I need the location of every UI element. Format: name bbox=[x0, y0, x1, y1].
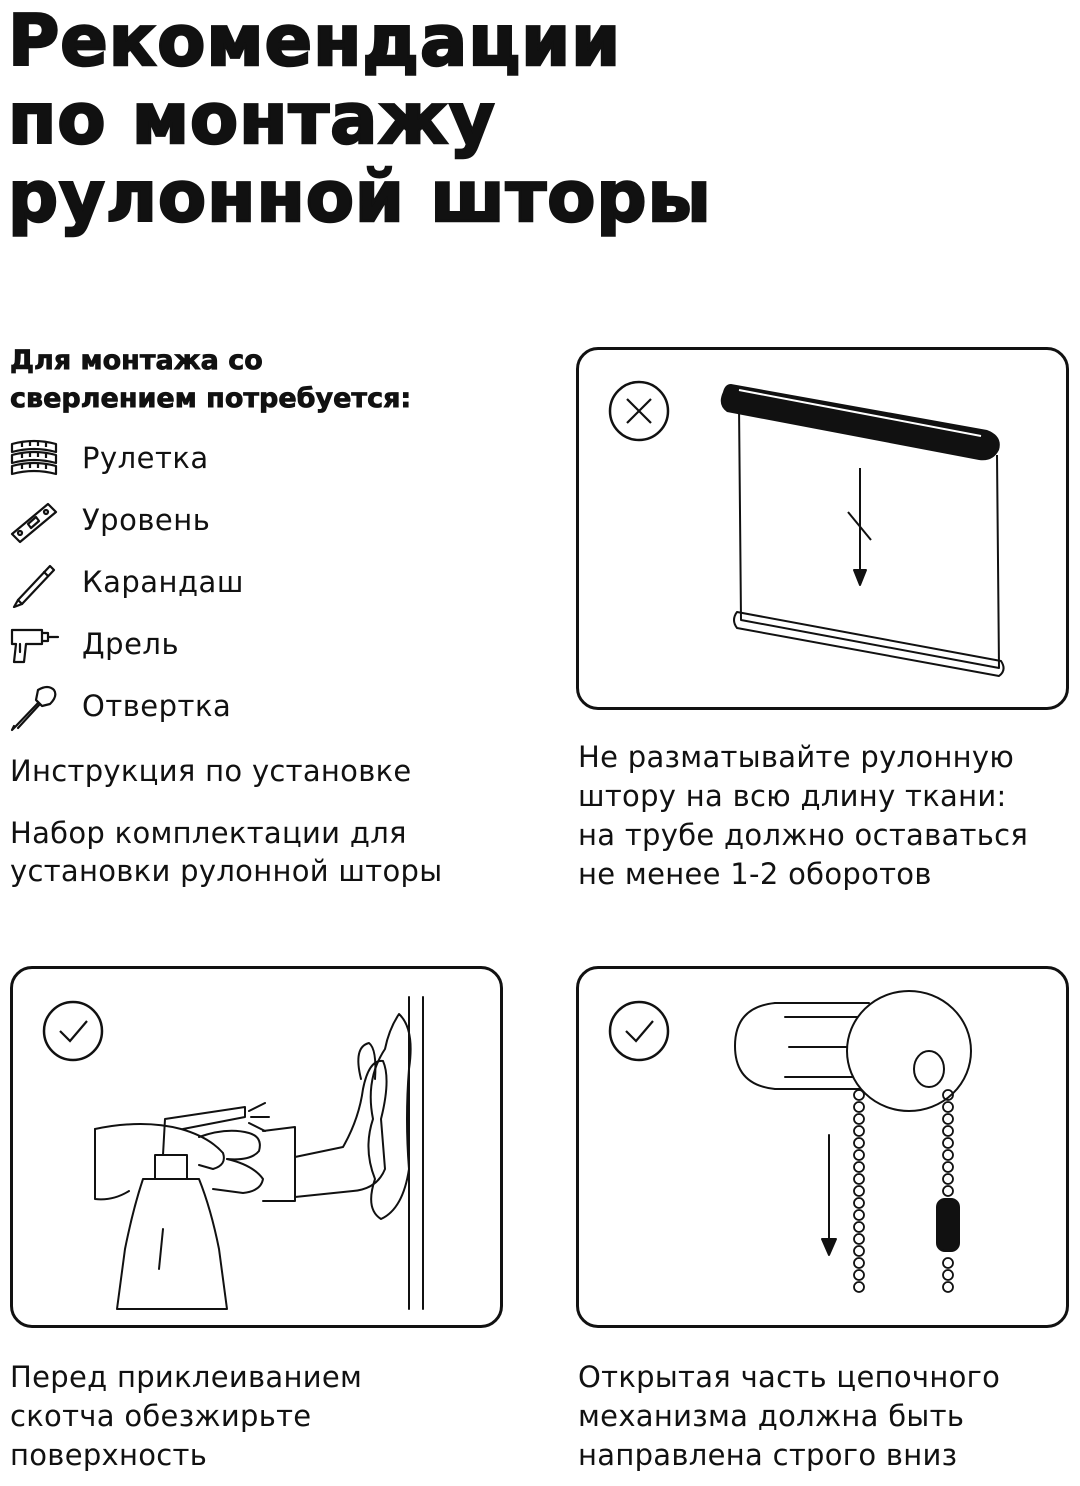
chain-bead bbox=[853, 1245, 865, 1257]
tool-item-pencil: Карандаш bbox=[8, 560, 488, 608]
kit-note-line: установки рулонной шторы bbox=[10, 854, 443, 888]
instruction-note: Инструкция по установке bbox=[10, 752, 412, 790]
caption-line: Перед приклеиванием bbox=[10, 1360, 363, 1394]
chain-panel bbox=[576, 966, 1069, 1328]
chain-bead bbox=[942, 1173, 954, 1185]
tools-heading: Для монтажа со сверлением потребуется: bbox=[10, 342, 412, 418]
caption-line: поверхность bbox=[10, 1438, 208, 1472]
degrease-panel bbox=[10, 966, 503, 1328]
tool-label: Карандаш bbox=[82, 565, 244, 599]
tools-heading-line: сверлением потребуется: bbox=[10, 383, 412, 415]
roller-blind-drawing bbox=[733, 404, 1005, 677]
roller-tube bbox=[720, 384, 1000, 461]
chain-bead bbox=[853, 1185, 865, 1197]
chain-bead bbox=[942, 1269, 954, 1281]
chain-bead bbox=[942, 1137, 954, 1149]
chain-bead bbox=[942, 1101, 954, 1113]
unroll-caption: Не разматывайте рулонную штору на всю дл… bbox=[578, 738, 1028, 894]
chain-bead bbox=[853, 1269, 865, 1281]
chain-bead bbox=[853, 1209, 865, 1221]
chain-bead bbox=[942, 1089, 954, 1101]
chain-bead bbox=[942, 1149, 954, 1161]
chain-right-strand bbox=[942, 1089, 954, 1293]
chain-mechanism-drawing bbox=[734, 990, 972, 1256]
chain-left-strand bbox=[853, 1089, 865, 1293]
chain-bead bbox=[853, 1173, 865, 1185]
chain-bead bbox=[942, 1257, 954, 1269]
instruction-note-text: Инструкция по установке bbox=[10, 754, 412, 788]
check-circle-icon bbox=[42, 1000, 104, 1062]
degrease-illustration bbox=[42, 996, 424, 1310]
unroll-illustration bbox=[608, 380, 1005, 677]
chain-bead bbox=[853, 1257, 865, 1269]
chain-bead bbox=[853, 1149, 865, 1161]
caption-line: скотча обезжирьте bbox=[10, 1399, 312, 1433]
chain-bead bbox=[853, 1089, 865, 1101]
tool-label: Уровень bbox=[82, 503, 211, 537]
chain-bead bbox=[942, 1281, 954, 1293]
tape-measure-icon bbox=[10, 439, 58, 476]
tools-heading-line: Для монтажа со bbox=[10, 345, 264, 377]
cross-circle-icon bbox=[608, 380, 670, 442]
caption-line: не менее 1-2 оборотов bbox=[578, 857, 932, 891]
title-line: Рекомендации bbox=[7, 0, 622, 82]
chain-bead bbox=[942, 1125, 954, 1137]
tool-item-drill: Дрель bbox=[8, 622, 488, 670]
tool-label: Рулетка bbox=[82, 441, 209, 475]
caption-line: Не разматывайте рулонную bbox=[578, 740, 1015, 774]
tool-item-level: Уровень bbox=[8, 498, 488, 546]
chain-bead bbox=[942, 1113, 954, 1125]
caption-line: Открытая часть цепочного bbox=[578, 1360, 1001, 1394]
caption-line: на трубе должно оставаться bbox=[578, 818, 1029, 852]
caption-line: направлена строго вниз bbox=[578, 1438, 958, 1472]
chain-bead bbox=[853, 1197, 865, 1209]
page-title: Рекомендации по монтажу рулонной шторы bbox=[7, 0, 712, 238]
tool-label: Дрель bbox=[82, 627, 180, 661]
chain-bead bbox=[853, 1113, 865, 1125]
kit-note-line: Набор комплектации для bbox=[10, 816, 407, 850]
drill-icon bbox=[10, 628, 60, 664]
title-line: рулонной шторы bbox=[7, 156, 712, 238]
tool-item-tape: Рулетка bbox=[8, 436, 488, 484]
check-circle-icon bbox=[608, 1000, 670, 1062]
screwdriver-icon bbox=[10, 685, 57, 732]
caption-line: штору на всю длину ткани: bbox=[578, 779, 1007, 813]
chain-caption: Открытая часть цепочного механизма должн… bbox=[578, 1358, 1000, 1475]
hands-cleaning-drawing bbox=[94, 996, 424, 1310]
chain-bead bbox=[942, 1161, 954, 1173]
tool-label: Отвертка bbox=[82, 689, 232, 723]
chain-bead bbox=[853, 1281, 865, 1293]
chain-bead bbox=[853, 1233, 865, 1245]
chain-bead bbox=[942, 1185, 954, 1197]
chain-illustration bbox=[608, 990, 972, 1293]
pencil-icon bbox=[12, 564, 56, 608]
title-line: по монтажу bbox=[7, 78, 496, 160]
chain-bead bbox=[853, 1221, 865, 1233]
chain-bead bbox=[853, 1125, 865, 1137]
chain-bead bbox=[853, 1101, 865, 1113]
caption-line: механизма должна быть bbox=[578, 1399, 965, 1433]
chain-bead bbox=[853, 1161, 865, 1173]
degrease-caption: Перед приклеиванием скотча обезжирьте по… bbox=[10, 1358, 362, 1475]
tool-item-screwdriver: Отвертка bbox=[8, 684, 488, 732]
unroll-panel bbox=[576, 347, 1069, 710]
level-icon bbox=[10, 502, 58, 544]
kit-note: Набор комплектации для установки рулонно… bbox=[10, 814, 442, 890]
chain-bead bbox=[853, 1137, 865, 1149]
